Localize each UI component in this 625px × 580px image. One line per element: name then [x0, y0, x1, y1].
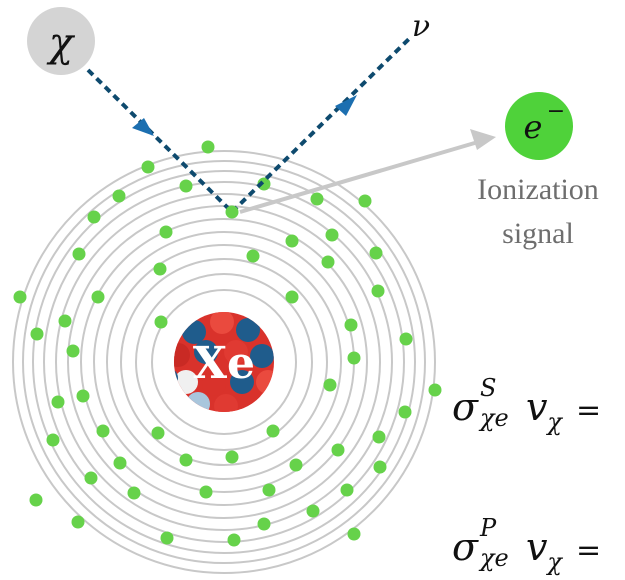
orbit-ring	[32, 170, 416, 554]
scattered-electron	[225, 205, 239, 219]
electron-dot	[13, 290, 27, 304]
electron-dot	[344, 318, 358, 332]
electron-orbits	[12, 150, 436, 574]
electron-dot	[179, 179, 193, 193]
orbit-ring	[135, 273, 313, 451]
electron-dot	[72, 247, 86, 261]
electron-dot	[201, 140, 215, 154]
electron-dot	[66, 344, 80, 358]
electron-charge: −	[547, 99, 565, 124]
electron-dot	[127, 486, 141, 500]
orbit-ring	[80, 218, 368, 506]
electron-dot	[112, 189, 126, 203]
electron-dot	[113, 456, 127, 470]
velocity-subscript: χ	[547, 548, 562, 576]
sigma-symbol: σ	[452, 525, 478, 569]
electron-dot	[179, 453, 193, 467]
electron-dot	[289, 458, 303, 472]
electron-dot	[29, 493, 43, 507]
electron-dot	[285, 290, 299, 304]
scalar-trailing-sign: =	[575, 393, 602, 428]
orbit-ring	[106, 244, 342, 480]
pseudo-subscript: χe	[479, 544, 509, 572]
electron-dot	[399, 332, 413, 346]
electron-dot	[310, 192, 324, 206]
velocity-symbol: v	[525, 385, 548, 429]
incoming-arrowhead	[132, 118, 154, 136]
outgoing-arrowhead	[335, 95, 357, 116]
electron-dot	[398, 405, 412, 419]
incoming-dm-track	[86, 68, 234, 214]
electron-dot	[266, 424, 280, 438]
electron-dot	[369, 246, 383, 260]
electron-dot	[151, 426, 165, 440]
electron-dot	[87, 210, 101, 224]
nucleus-label: Xe	[193, 338, 255, 389]
outgoing-neutrino-track	[230, 34, 414, 214]
electron-dot	[199, 485, 213, 499]
orbit-ring	[12, 150, 436, 574]
electron-dot	[347, 527, 361, 541]
velocity-symbol: v	[525, 525, 548, 569]
electron-dot	[159, 225, 173, 239]
electron-dot	[257, 177, 271, 191]
dark-matter-symbol: χ	[46, 20, 76, 66]
orbit-ring	[120, 258, 328, 466]
electron-dot	[285, 234, 299, 248]
electron-symbol: e	[524, 108, 543, 146]
orbit-ring	[22, 160, 426, 564]
electron-dot	[306, 504, 320, 518]
sigma-symbol: σ	[452, 385, 478, 429]
electron-dot	[46, 433, 60, 447]
dark-matter-particle: χ	[27, 7, 95, 75]
electron-dot	[153, 262, 167, 276]
electron-dot	[154, 315, 168, 329]
electron-dot	[323, 378, 337, 392]
electron-dot	[246, 249, 260, 263]
neutrino-symbol: ν	[412, 9, 430, 44]
orbital-electrons	[13, 140, 442, 547]
electron-dot	[227, 533, 241, 547]
electron-dot	[51, 395, 65, 409]
electron-dot	[371, 284, 385, 298]
scalar-subscript: χe	[479, 404, 509, 432]
electron-dot	[91, 290, 105, 304]
electron-dot	[58, 314, 72, 328]
electron-dot	[257, 517, 271, 531]
orbit-ring	[151, 289, 297, 435]
electron-dot	[30, 327, 44, 341]
xenon-nucleus: Xe	[174, 312, 274, 412]
electron-dot	[76, 389, 90, 403]
electron-dot	[84, 471, 98, 485]
orbit-ring	[55, 193, 393, 531]
electron-dot	[358, 194, 372, 208]
electron-dot	[262, 483, 276, 497]
velocity-subscript: χ	[547, 408, 562, 436]
ionization-arrow	[239, 129, 496, 214]
electron-dot	[325, 228, 339, 242]
electron-dot	[141, 160, 155, 174]
electron-dot	[225, 450, 239, 464]
electron-dot	[340, 483, 354, 497]
scalar-superscript: S	[479, 374, 497, 402]
ionization-line-1: Ionization	[477, 173, 599, 206]
electron-dot	[321, 255, 335, 269]
electron-dot	[373, 460, 387, 474]
electron-dot	[347, 351, 361, 365]
electron-dot	[71, 515, 85, 529]
electron-dot	[428, 383, 442, 397]
orbit-ring	[43, 181, 405, 543]
electron-dot	[160, 531, 174, 545]
electron-dot	[96, 424, 110, 438]
ionization-signal-label: Ionization signal	[458, 168, 618, 256]
electron-dot	[331, 443, 345, 457]
ionization-line-2: signal	[502, 217, 574, 250]
pseudo-superscript: P	[479, 514, 497, 542]
emitted-electron: e −	[505, 92, 573, 160]
pseudo-trailing-sign: =	[575, 533, 602, 568]
electron-dot	[372, 430, 386, 444]
